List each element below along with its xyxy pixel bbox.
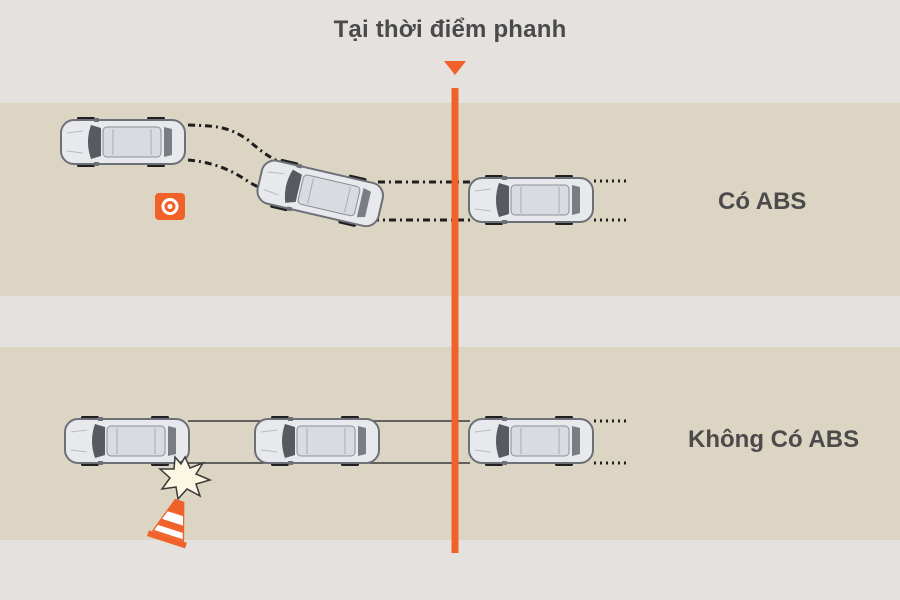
car-no-abs-start (64, 415, 190, 467)
car-no-abs-middle (254, 415, 380, 467)
page-title: Tại thời điểm phanh (333, 16, 567, 43)
car-abs-end (468, 174, 594, 226)
collision-burst-icon (158, 455, 213, 501)
triangle-down-icon (444, 61, 466, 75)
car-abs-start (60, 116, 186, 168)
lane-label-abs: Có ABS (718, 188, 807, 215)
car-no-abs-end (468, 415, 594, 467)
traffic-cone-icon (147, 498, 187, 549)
lane-label-no-abs: Không Có ABS (688, 426, 860, 453)
target-icon (155, 193, 185, 220)
